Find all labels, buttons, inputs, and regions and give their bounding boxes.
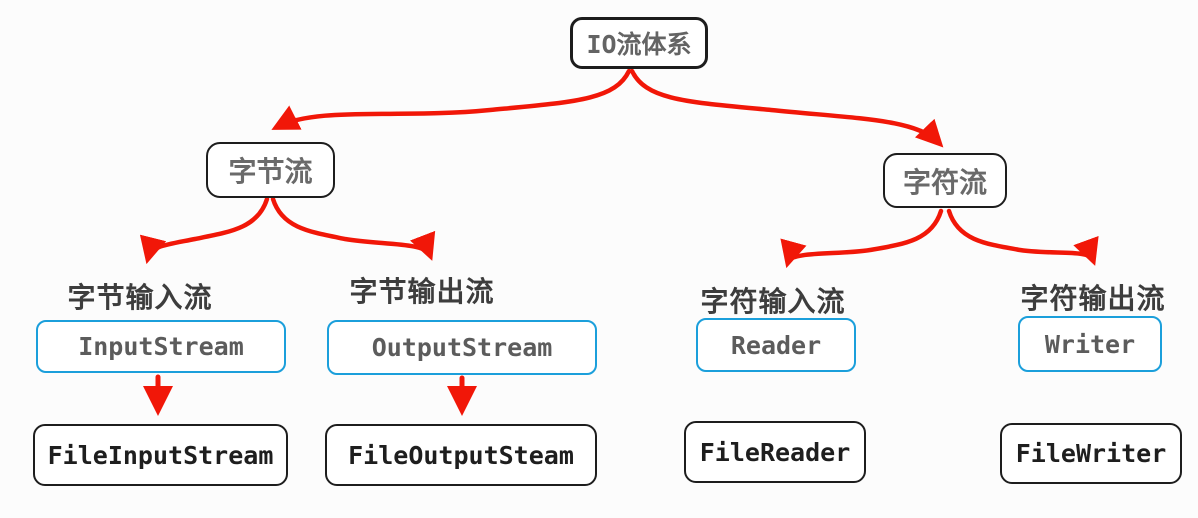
node-writer: Writer — [1018, 316, 1162, 372]
node-outputstream: OutputStream — [327, 320, 597, 375]
node-byte-stream: 字节流 — [206, 142, 335, 198]
node-io-system: IO流体系 — [570, 17, 708, 69]
edge-root-to-char — [629, 68, 944, 148]
edge-char-to-reader — [780, 208, 944, 269]
node-filewriter: FileWriter — [1000, 423, 1182, 484]
edge-root-to-byte — [271, 68, 632, 130]
node-reader: Reader — [696, 318, 856, 372]
node-filereader: FileReader — [684, 421, 866, 483]
caption-char-output-stream: 字符输出流 — [1020, 283, 1166, 314]
edge-char-to-writer — [946, 208, 1099, 266]
node-fileinputstream: FileInputStream — [33, 424, 288, 486]
caption-byte-input-stream: 字节输入流 — [67, 282, 213, 313]
node-inputstream: InputStream — [36, 320, 286, 373]
node-char-stream: 字符流 — [883, 153, 1007, 208]
caption-char-input-stream: 字符输入流 — [700, 286, 846, 317]
caption-byte-output-stream: 字节输出流 — [349, 276, 495, 307]
node-fileoutputsteam: FileOutputSteam — [325, 424, 597, 486]
edge-byte-to-output — [270, 196, 436, 261]
edge-byte-to-input — [139, 196, 270, 265]
